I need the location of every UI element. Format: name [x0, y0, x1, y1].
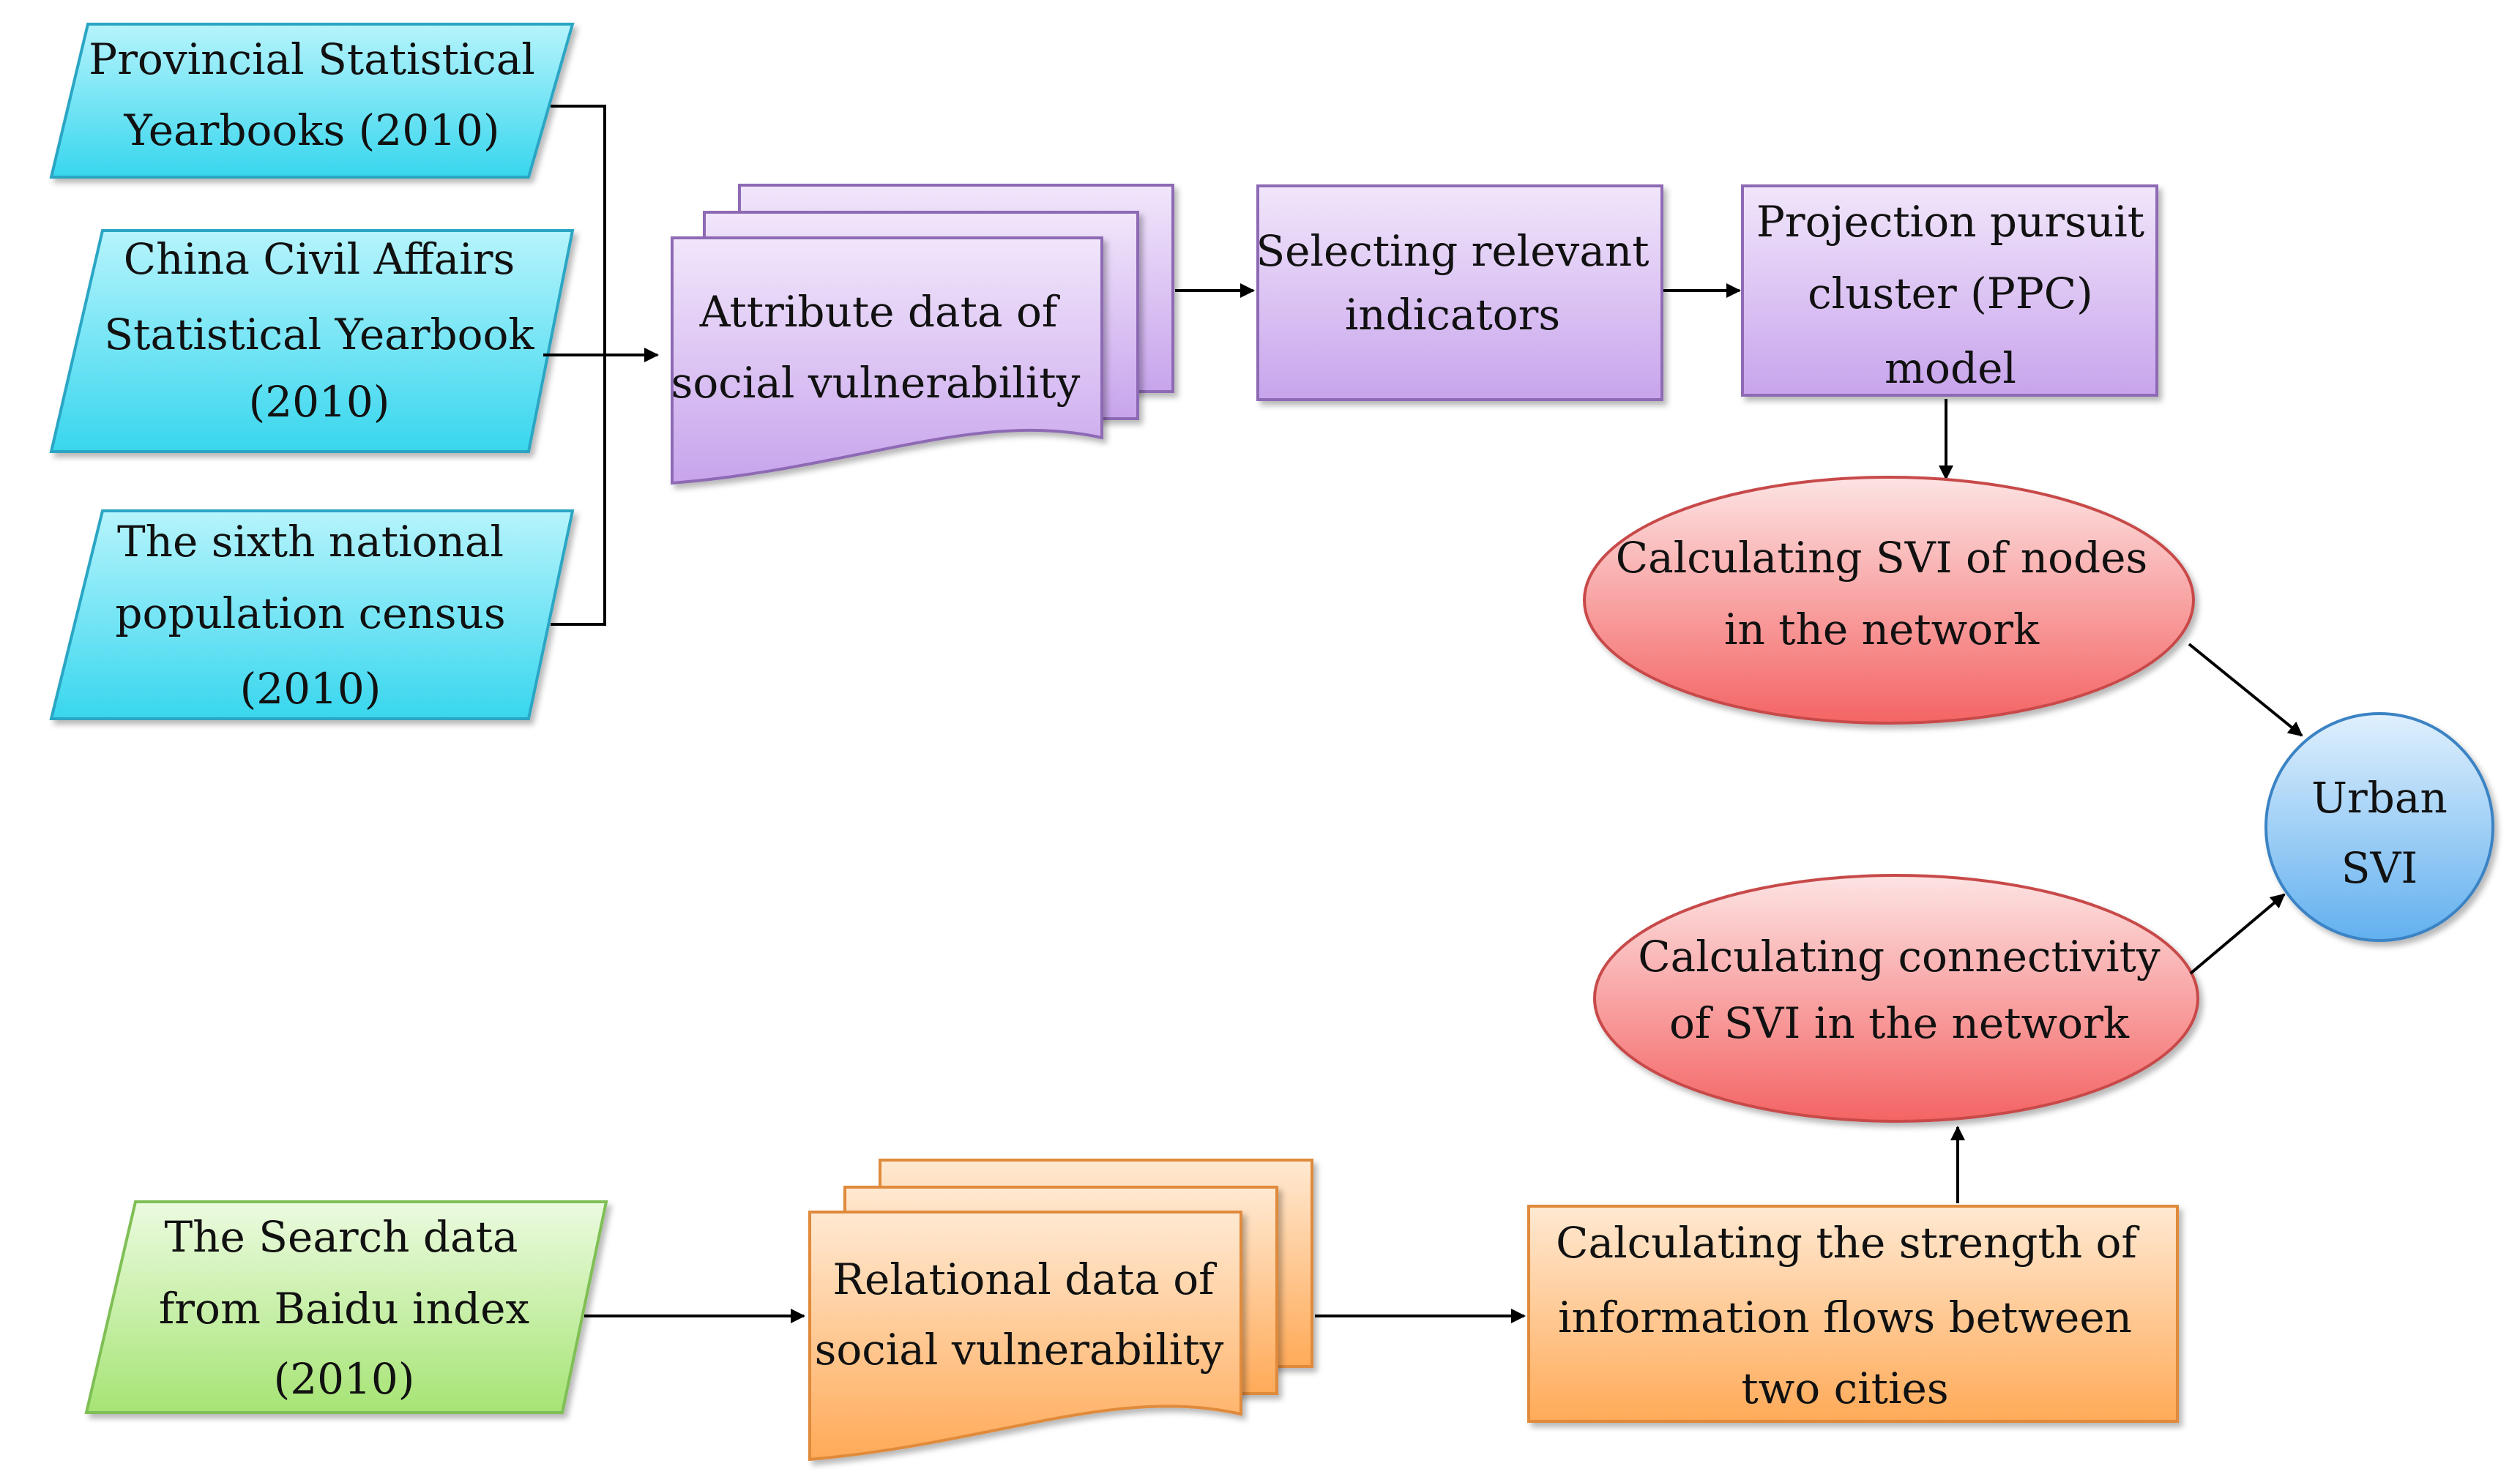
source-civil-affairs-line-3: (2010): [249, 377, 390, 427]
svg-text:Relational data of: Relational data of: [832, 1254, 1217, 1304]
svg-text:(2010): (2010): [249, 377, 390, 427]
process-ppc-model: Projection pursuit cluster (PPC) model: [1741, 184, 2158, 397]
source-census-line-1: The sixth national: [117, 517, 504, 567]
process-strength-line-3: two cities: [1741, 1364, 1948, 1413]
result-urban-svi-line-1: Urban: [2311, 773, 2448, 823]
svg-text:The Search data: The Search data: [164, 1212, 518, 1262]
source-census-line-2: population census: [115, 588, 505, 638]
source-civil-affairs-line-2: Statistical Yearbook: [104, 310, 534, 359]
document-attribute-data: Attribute data of social vulnerability: [671, 184, 1174, 485]
result-urban-svi-line-2: SVI: [2341, 843, 2418, 893]
source-baidu-line-3: (2010): [274, 1354, 415, 1404]
svg-text:Selecting relevant: Selecting relevant: [1256, 226, 1649, 276]
process-ppc-line-2: cluster (PPC): [1808, 269, 2093, 318]
svg-text:(2010): (2010): [240, 664, 381, 714]
svg-text:from Baidu index: from Baidu index: [159, 1284, 529, 1334]
process-selecting-line-2: indicators: [1345, 290, 1560, 340]
svg-text:(2010): (2010): [274, 1354, 415, 1404]
svg-text:Projection pursuit: Projection pursuit: [1756, 197, 2144, 247]
svg-text:two cities: two cities: [1741, 1364, 1948, 1413]
calc-connectivity: Calculating connectivity of SVI in the n…: [1593, 874, 2199, 1123]
source-baidu-search-data: The Search data from Baidu index (2010): [84, 1200, 608, 1414]
svg-text:population census: population census: [115, 588, 505, 638]
process-strength-information-flows: Calculating the strength of information …: [1527, 1205, 2179, 1423]
process-strength-line-1: Calculating the strength of: [1556, 1218, 2139, 1268]
svg-text:social vulnerability: social vulnerability: [815, 1325, 1224, 1375]
process-strength-line-2: information flows between: [1558, 1293, 2132, 1342]
svg-text:SVI: SVI: [2341, 843, 2418, 893]
document-attribute-line-2: social vulnerability: [671, 358, 1081, 408]
calc-svi-nodes: Calculating SVI of nodes in the network: [1583, 476, 2195, 725]
edge-connectivity-to-urban: [2189, 893, 2286, 975]
svg-text:Provincial Statistical: Provincial Statistical: [89, 34, 535, 84]
svg-text:The sixth national: The sixth national: [117, 517, 504, 567]
svg-text:Calculating connectivity: Calculating connectivity: [1638, 932, 2161, 981]
calc-connectivity-line-1: Calculating connectivity: [1638, 932, 2161, 981]
source-civil-affairs-yearbook: China Civil Affairs Statistical Yearbook…: [49, 229, 575, 453]
source-provincial-line-2: Yearbooks (2010): [123, 105, 499, 155]
document-relational-line-2: social vulnerability: [815, 1325, 1224, 1375]
result-urban-svi: Urban SVI: [2264, 712, 2494, 942]
svg-text:Urban: Urban: [2311, 773, 2448, 823]
source-civil-affairs-line-1: China Civil Affairs: [124, 234, 515, 284]
process-ppc-line-3: model: [1885, 343, 2016, 393]
source-census-line-3: (2010): [240, 664, 381, 714]
svg-text:in the network: in the network: [1724, 605, 2040, 654]
svg-text:Statistical Yearbook: Statistical Yearbook: [104, 310, 534, 359]
process-selecting-line-1: Selecting relevant: [1256, 226, 1649, 276]
svg-text:China Civil Affairs: China Civil Affairs: [124, 234, 515, 284]
svg-text:Yearbooks (2010): Yearbooks (2010): [123, 105, 499, 155]
source-baidu-line-1: The Search data: [164, 1212, 518, 1262]
svg-text:model: model: [1885, 343, 2016, 393]
svg-text:information flows between: information flows between: [1558, 1293, 2132, 1342]
calc-connectivity-line-2: of SVI in the network: [1669, 998, 2130, 1048]
process-selecting-indicators: Selecting relevant indicators: [1256, 184, 1663, 401]
svg-text:of SVI in the network: of SVI in the network: [1669, 998, 2130, 1048]
calc-svi-nodes-line-2: in the network: [1724, 605, 2040, 654]
source-provincial-line-1: Provincial Statistical: [89, 34, 535, 84]
process-ppc-line-1: Projection pursuit: [1756, 197, 2144, 247]
edge-svi-nodes-to-urban: [2188, 643, 2303, 737]
document-relational-line-1: Relational data of: [832, 1254, 1217, 1304]
source-baidu-line-2: from Baidu index: [159, 1284, 529, 1334]
document-attribute-line-1: Attribute data of: [699, 287, 1060, 337]
sources-bracket-connector: [543, 105, 659, 626]
calc-svi-nodes-line-1: Calculating SVI of nodes: [1616, 533, 2148, 583]
source-population-census: The sixth national population census (20…: [49, 509, 575, 720]
svg-text:Attribute data of: Attribute data of: [699, 287, 1060, 337]
document-relational-data: Relational data of social vulnerability: [808, 1159, 1313, 1462]
svg-text:Calculating the strength of: Calculating the strength of: [1556, 1218, 2139, 1268]
source-provincial-yearbooks: Provincial Statistical Yearbooks (2010): [49, 23, 575, 179]
svg-text:social vulnerability: social vulnerability: [671, 358, 1081, 408]
svg-text:Calculating SVI of nodes: Calculating SVI of nodes: [1616, 533, 2148, 583]
svg-text:cluster (PPC): cluster (PPC): [1808, 269, 2093, 318]
svg-text:indicators: indicators: [1345, 290, 1560, 340]
